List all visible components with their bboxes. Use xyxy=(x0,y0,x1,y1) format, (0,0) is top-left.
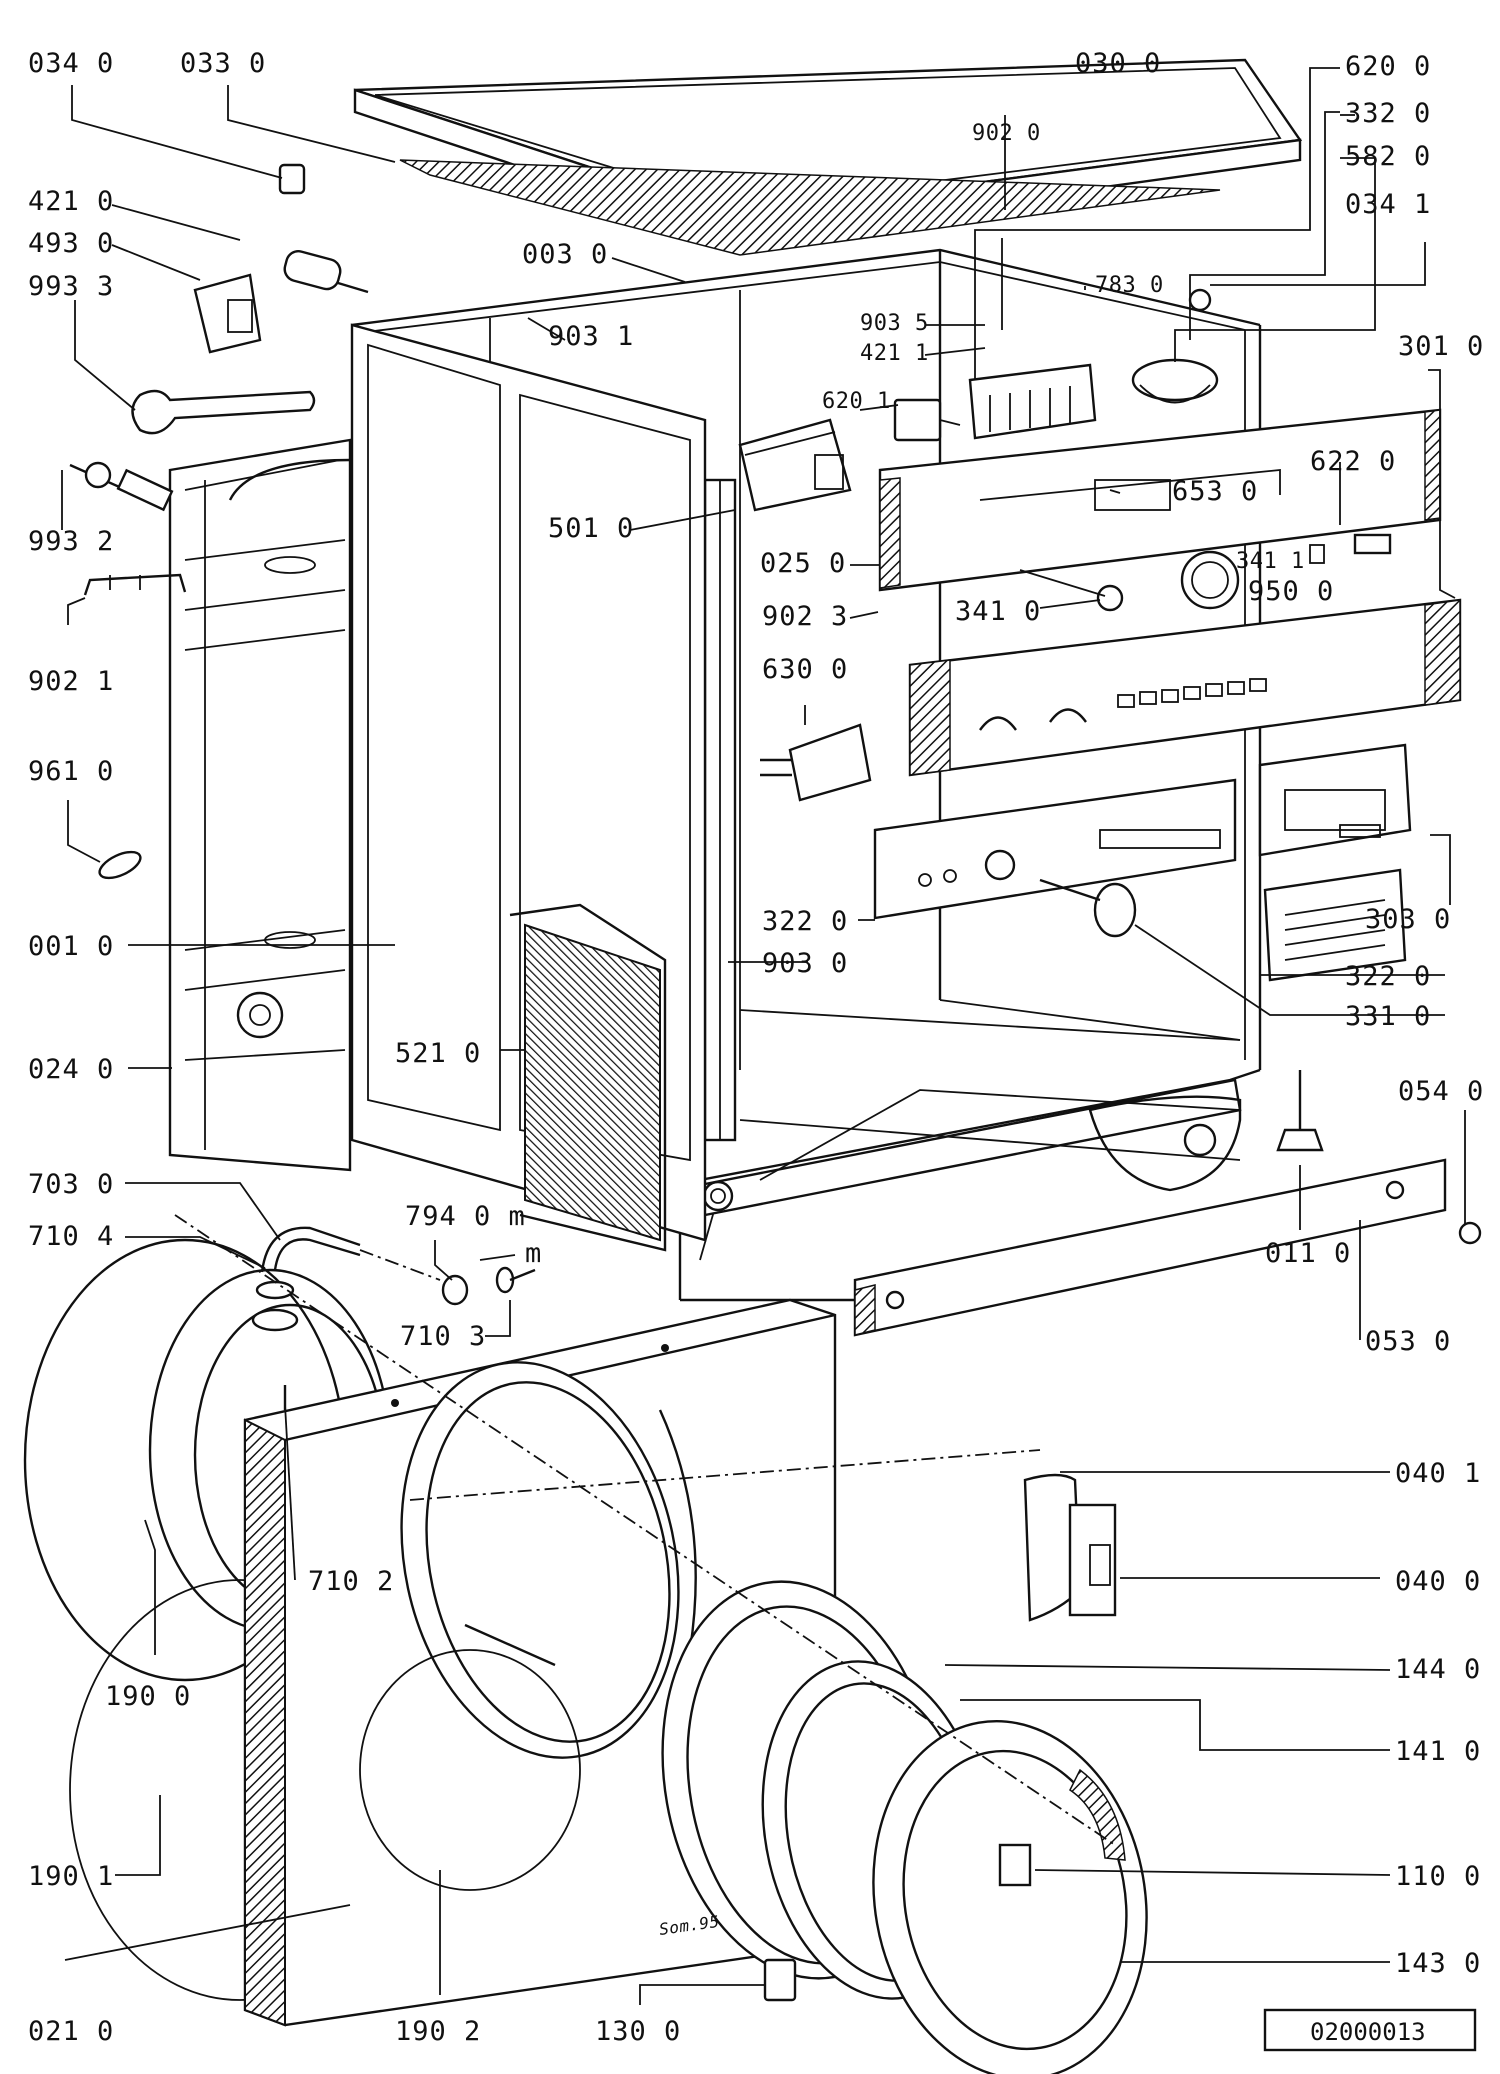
part-label: 421 1 xyxy=(860,341,929,366)
door-lock-630 xyxy=(760,723,872,802)
part-label: 034 1 xyxy=(1345,189,1431,220)
display-module-303 xyxy=(1258,743,1412,857)
part-label: 021 0 xyxy=(28,2016,114,2047)
part-label: 653 0 xyxy=(1172,476,1258,507)
part-label: 040 0 xyxy=(1395,1566,1481,1597)
leader-lines xyxy=(61,67,1466,2005)
part-label: 303 0 xyxy=(1365,904,1451,935)
rear-frame xyxy=(168,438,352,1172)
part-label: 950 0 xyxy=(1248,576,1334,607)
part-label: 190 1 xyxy=(28,1861,114,1892)
part-label: 903 5 xyxy=(860,311,929,336)
part-label: 903 0 xyxy=(762,948,848,979)
part-label: 033 0 xyxy=(180,48,266,79)
part-label: 144 0 xyxy=(1395,1654,1481,1685)
part-label: 322 0 xyxy=(762,906,848,937)
program-panel-322 xyxy=(873,778,1407,982)
part-label: 903 1 xyxy=(548,321,634,352)
drawing-number: 02000013 xyxy=(1310,2018,1426,2046)
door-assembly xyxy=(661,1473,1148,2074)
part-label: 421 0 xyxy=(28,186,114,217)
side-panel xyxy=(350,323,707,1252)
part-label: 521 0 xyxy=(395,1038,481,1069)
part-label: 025 0 xyxy=(760,548,846,579)
part-label: 003 0 xyxy=(522,239,608,270)
part-label: 622 0 xyxy=(1310,446,1396,477)
part-label: 301 0 xyxy=(1398,331,1484,362)
part-label: 993 2 xyxy=(28,526,114,557)
part-label: 993 3 xyxy=(28,271,114,302)
part-label: 703 0 xyxy=(28,1169,114,1200)
part-label: 030 0 xyxy=(1075,48,1161,79)
part-label: 710 2 xyxy=(308,1566,394,1597)
part-label: 961 0 xyxy=(28,756,114,787)
part-label: 141 0 xyxy=(1395,1736,1481,1767)
part-label: 501 0 xyxy=(548,513,634,544)
part-label: 341 1 xyxy=(1236,549,1305,574)
part-label: 011 0 xyxy=(1265,1238,1351,1269)
part-label: 130 0 xyxy=(595,2016,681,2047)
part-labels: 034 0 033 0 030 0 620 0 332 0 582 0 034 … xyxy=(28,48,1484,2047)
cabinet xyxy=(351,248,1262,1302)
part-label: 902 3 xyxy=(762,601,848,632)
control-panel-frame xyxy=(878,408,1462,777)
part-label: 493 0 xyxy=(28,228,114,259)
part-label: 190 2 xyxy=(395,2016,481,2047)
part-label: 143 0 xyxy=(1395,1948,1481,1979)
kick-plate xyxy=(853,1070,1482,1337)
part-label: 630 0 xyxy=(762,654,848,685)
part-label: 034 0 xyxy=(28,48,114,79)
part-label: 710 3 xyxy=(400,1321,486,1352)
part-label: 783 0 xyxy=(1095,273,1164,298)
part-label: 024 0 xyxy=(28,1054,114,1085)
part-label: 710 4 xyxy=(28,1221,114,1252)
part-label: 620 0 xyxy=(1345,51,1431,82)
part-label: 110 0 xyxy=(1395,1861,1481,1892)
part-label: 902 1 xyxy=(28,666,114,697)
part-label: 001 0 xyxy=(28,931,114,962)
top-cover xyxy=(353,58,1303,256)
part-label: 053 0 xyxy=(1365,1326,1451,1357)
machine-drawing xyxy=(23,58,1482,2074)
drawing-number-box xyxy=(1263,2008,1477,2052)
part-label: 332 0 xyxy=(1345,98,1431,129)
part-label: m xyxy=(525,1238,542,1269)
control-module-501 xyxy=(738,418,852,512)
part-label: 341 0 xyxy=(955,596,1041,627)
part-label: 794 0 m xyxy=(405,1201,526,1232)
small-parts-top-left xyxy=(69,163,369,880)
part-label: 322 0 xyxy=(1345,961,1431,992)
part-label: 902 0 xyxy=(972,121,1041,146)
part-label: 620 1 xyxy=(822,389,891,414)
part-label: 331 0 xyxy=(1345,1001,1431,1032)
part-label: 054 0 xyxy=(1398,1076,1484,1107)
part-label: 190 0 xyxy=(105,1681,191,1712)
part-label: 040 1 xyxy=(1395,1458,1481,1489)
part-label: 582 0 xyxy=(1345,141,1431,172)
